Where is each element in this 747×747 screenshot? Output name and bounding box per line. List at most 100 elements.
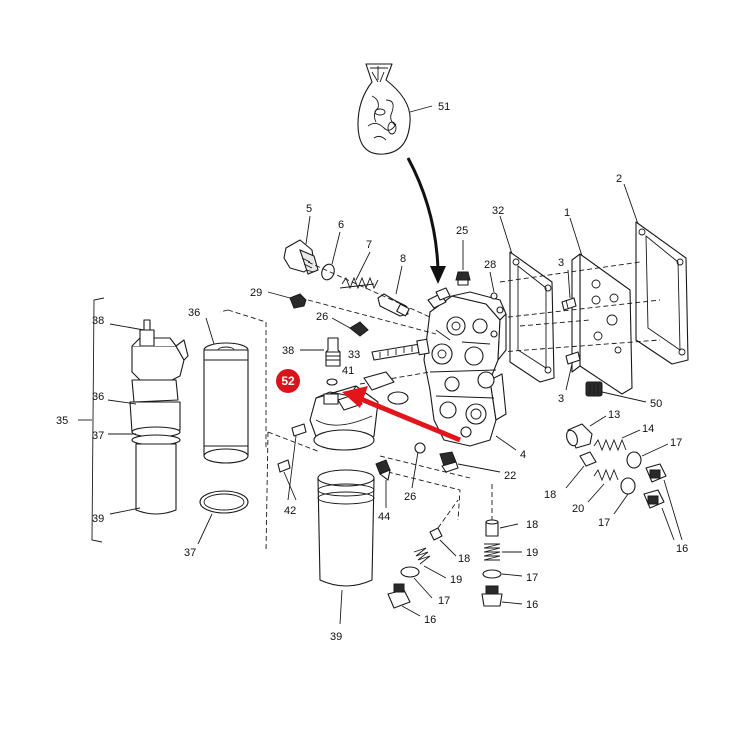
callout-32: 32: [492, 205, 504, 217]
spring-20: [587, 468, 619, 503]
gasket-32: [499, 215, 555, 383]
callout-19-left: 19: [450, 574, 462, 586]
callout-labels: 51 2 1 32 25 28 3 3 5 6 7 8 29 26 38 33 …: [56, 101, 688, 643]
callout-3-lower: 3: [558, 393, 564, 405]
sensor-5: [283, 215, 319, 275]
callout-42: 42: [284, 505, 296, 517]
callout-4: 4: [520, 449, 526, 461]
column-left-lower: [387, 499, 459, 617]
callout-17-left: 17: [438, 595, 450, 607]
callout-14: 14: [642, 423, 654, 435]
fitting-50: [585, 381, 647, 403]
cover-plate-1: [569, 217, 633, 395]
screw-3-lower: [565, 351, 581, 391]
center-bracket: [265, 431, 471, 553]
callout-19-center: 19: [526, 547, 538, 559]
valve-13: [566, 415, 607, 449]
oring-housing: [387, 391, 409, 405]
callout-33: 33: [348, 349, 360, 361]
leader-16-right: [661, 479, 683, 541]
axis-line-upper: [307, 261, 433, 319]
cap-26-upper: [331, 317, 369, 337]
callout-26-upper: 26: [316, 311, 328, 323]
callout-13: 13: [608, 409, 620, 421]
oring-17-a: [626, 443, 669, 469]
callout-37-left: 37: [92, 430, 104, 442]
axis-line-29: [307, 299, 437, 335]
callout-25: 25: [456, 225, 468, 237]
valve-housing: [423, 287, 517, 451]
callout-17-center: 17: [526, 572, 538, 584]
highlight-badge: 52: [276, 369, 300, 393]
screws-42: [277, 423, 307, 501]
valve-8: [377, 265, 410, 317]
highlight-arrow: [342, 386, 461, 443]
seal-plate: [363, 371, 395, 391]
filter-assembly-left: [107, 319, 189, 515]
plug-29: [267, 291, 307, 309]
callout-18-left: 18: [458, 553, 470, 565]
callout-5: 5: [306, 203, 312, 215]
bolt-33: [371, 338, 430, 361]
assembly-arrow: [406, 157, 446, 284]
callout-17-right: 17: [598, 517, 610, 529]
callout-51: 51: [438, 101, 450, 113]
pin-18-a: [565, 451, 597, 489]
bracket-center-left: [219, 309, 267, 448]
plug-16-a: [645, 463, 667, 483]
parts-bag: [357, 63, 433, 155]
oring-17-b: [613, 477, 636, 515]
fitting-38-center: [300, 337, 341, 367]
callout-6: 6: [338, 219, 344, 231]
callout-18-right: 18: [544, 489, 556, 501]
oring-6: [321, 231, 341, 281]
callout-29: 29: [250, 287, 262, 299]
highlight-badge-label: 52: [281, 374, 295, 388]
callout-22: 22: [504, 470, 516, 482]
callout-38-left: 38: [92, 315, 104, 327]
callout-16-left: 16: [424, 614, 436, 626]
callout-28: 28: [484, 259, 496, 271]
plug-28: [489, 271, 498, 300]
callout-36-left: 36: [92, 391, 104, 403]
cap-26-lower: [411, 442, 426, 489]
callout-26-lower: 26: [404, 491, 416, 503]
oring-37-left: [197, 490, 249, 545]
callout-8: 8: [400, 253, 406, 265]
callout-39-left: 39: [92, 513, 104, 525]
callout-2: 2: [616, 173, 622, 185]
column-center-lower: [481, 484, 523, 607]
screw-3-upper: [561, 269, 577, 311]
callout-20: 20: [572, 503, 584, 515]
callout-39-center: 39: [330, 631, 342, 643]
filter-head: [309, 385, 379, 451]
callout-16-center: 16: [526, 599, 538, 611]
oring-41: [326, 378, 338, 386]
filter-bowl-center: [317, 469, 375, 625]
bracket-35: [78, 297, 105, 543]
plug-22: [439, 451, 501, 473]
gasket-2: [623, 183, 689, 365]
spring-14: [593, 429, 641, 452]
callout-17-upper-right: 17: [670, 437, 682, 449]
callout-3-upper: 3: [558, 257, 564, 269]
callout-16-right: 16: [676, 543, 688, 555]
sensor-44: [375, 459, 391, 508]
callout-35: 35: [56, 415, 68, 427]
filter-element-36: [203, 317, 249, 464]
callout-38-center: 38: [282, 345, 294, 357]
callout-7: 7: [366, 239, 372, 251]
alignment-lines: [499, 261, 661, 353]
callout-37-bottom: 37: [184, 547, 196, 559]
breather-25: [455, 240, 471, 286]
callout-18-center: 18: [526, 519, 538, 531]
callout-41: 41: [342, 365, 354, 377]
spring-7: [339, 251, 379, 290]
callout-1: 1: [564, 207, 570, 219]
plug-16-b: [643, 489, 665, 509]
callout-44: 44: [378, 511, 390, 523]
callout-36-center: 36: [188, 307, 200, 319]
callout-50: 50: [650, 398, 662, 410]
